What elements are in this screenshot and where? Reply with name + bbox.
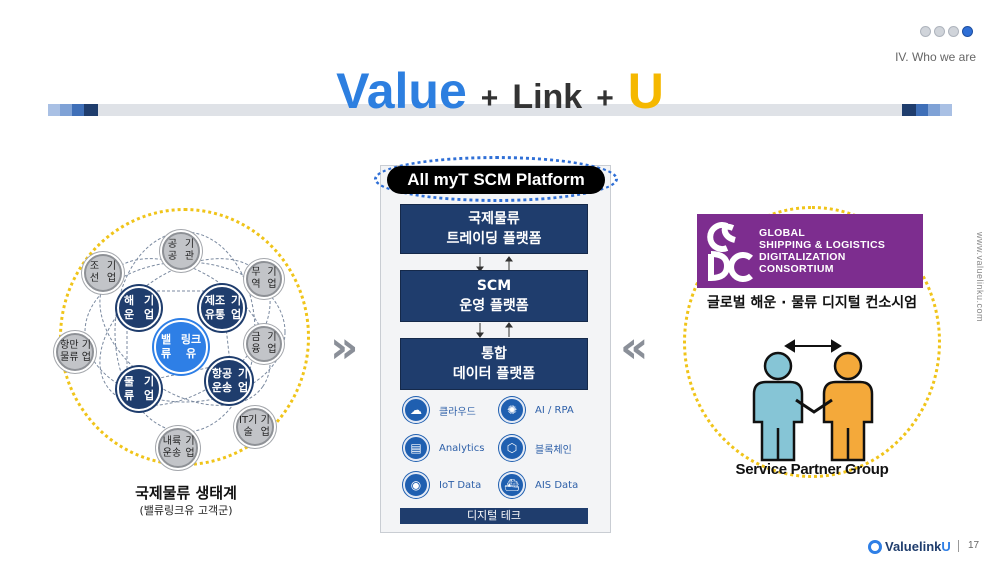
nav-dot[interactable] <box>934 26 945 37</box>
analytics-icon: ▤ <box>403 435 429 461</box>
updown-arrows-icon <box>476 322 513 338</box>
ship-icon: ⛴ <box>499 472 525 498</box>
title-bar <box>48 104 952 116</box>
page-number: 17 <box>968 540 980 551</box>
logo-mark-icon <box>868 539 882 554</box>
chevron-left-icon: « <box>620 322 649 373</box>
title-link: Link <box>512 78 583 116</box>
tech-iot: ◉IoT Data <box>403 472 481 498</box>
gsdc-line: CONSORTIUM <box>759 263 834 275</box>
page-title: Value + Link + U <box>0 62 1000 120</box>
gsdc-line: SHIPPING & LOGISTICS <box>759 239 886 251</box>
brain-icon: ✺ <box>499 397 525 423</box>
iot-icon: ◉ <box>403 472 429 498</box>
section-label: IV. Who we are <box>895 50 976 64</box>
tech-blockchain: ⬡블록체인 <box>499 435 572 461</box>
digital-tech-label: 디지털 테크 <box>400 508 588 524</box>
website-url: www.valuelinku.com <box>975 232 985 323</box>
tech-analytics: ▤Analytics <box>403 435 484 461</box>
service-partner-label: Service Partner Group <box>735 461 889 478</box>
gsdc-line: GLOBAL <box>759 227 806 239</box>
tech-ai-rpa: ✺AI / RPA <box>499 397 574 423</box>
ecosystem-label: 국제물류 생태계 <box>135 484 237 502</box>
blockchain-icon: ⬡ <box>499 435 525 461</box>
tech-cloud: ☁클라우드 <box>403 397 476 423</box>
page-divider <box>958 540 959 552</box>
chevron-right-icon: » <box>330 322 359 373</box>
gsdc-logo: GLOBAL SHIPPING & LOGISTICS DIGITALIZATI… <box>697 214 923 288</box>
nav-dot[interactable] <box>948 26 959 37</box>
gsdc-mark-icon <box>697 214 759 288</box>
updown-arrows-icon <box>476 256 513 272</box>
title-u: U <box>627 63 664 119</box>
title-plus: + <box>596 82 614 115</box>
partner-handshake-icon <box>752 339 874 462</box>
platform-title: All myT SCM Platform <box>387 166 605 194</box>
ecosystem-sublabel: (밸류링크유 고객군) <box>139 504 233 517</box>
gsdc-line: DIGITALIZATION <box>759 251 846 263</box>
tech-ais: ⛴AIS Data <box>499 472 578 498</box>
nav-dot-active[interactable] <box>962 26 973 37</box>
slide-nav-dots <box>920 26 973 37</box>
title-value: Value <box>336 63 467 119</box>
cloud-icon: ☁ <box>403 397 429 423</box>
platform-title-ring <box>374 156 618 202</box>
title-plus: + <box>480 82 499 115</box>
nav-dot[interactable] <box>920 26 931 37</box>
partner-circle <box>683 206 941 478</box>
consortium-label: 글로벌 해운 · 물류 디지털 컨소시엄 <box>706 295 917 311</box>
